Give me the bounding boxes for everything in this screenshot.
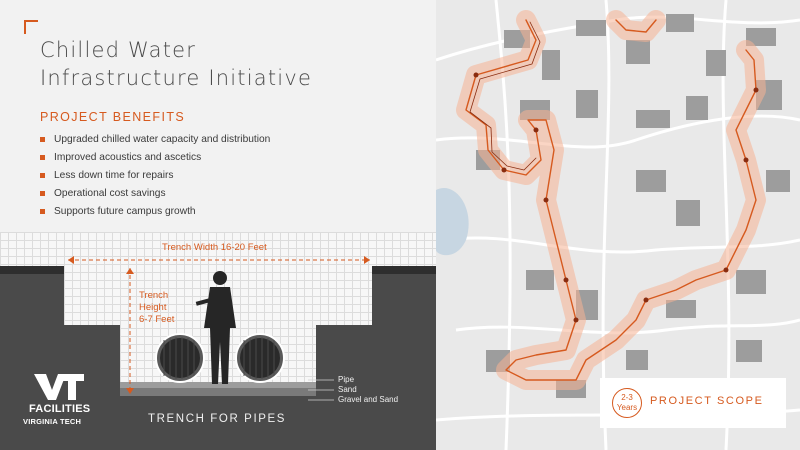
corner-bracket bbox=[24, 20, 38, 34]
legend-sand: Sand bbox=[338, 385, 357, 394]
benefit-item: Operational cost savings bbox=[40, 187, 270, 205]
trench-width-label: Trench Width 16-20 Feet bbox=[162, 242, 267, 253]
map-pond bbox=[436, 188, 469, 256]
sand-layer bbox=[120, 382, 316, 388]
benefit-item: Upgraded chilled water capacity and dist… bbox=[40, 133, 270, 151]
campus-map-illustration bbox=[436, 0, 800, 450]
years-unit: Years bbox=[616, 403, 638, 412]
years-value: 2-3 bbox=[621, 393, 633, 402]
legend-leaders bbox=[308, 379, 334, 401]
info-panel: Chilled Water Infrastructure Initiative … bbox=[0, 20, 436, 450]
logo-university-text: VIRGINIA TECH bbox=[23, 417, 82, 426]
trench-height-label: Trench Height 6-7 Feet bbox=[139, 290, 174, 326]
ground-shape bbox=[0, 266, 436, 450]
benefit-item: Supports future campus growth bbox=[40, 205, 270, 223]
person-silhouette-icon bbox=[195, 271, 236, 384]
pipeline-route bbox=[456, 10, 766, 390]
trench-caption: TRENCH FOR PIPES bbox=[148, 413, 287, 425]
project-scope-label: PROJECT SCOPE bbox=[650, 395, 764, 407]
benefit-item: Less down time for repairs bbox=[40, 169, 270, 187]
vt-logo-icon bbox=[34, 374, 84, 400]
years-badge: 2-3 Years bbox=[612, 388, 642, 418]
pipe-left-icon bbox=[155, 333, 205, 383]
page-title: Chilled Water Infrastructure Initiative bbox=[40, 36, 420, 92]
gravel-layer bbox=[120, 388, 316, 396]
pipe-right-icon bbox=[235, 333, 285, 383]
benefits-list: Upgraded chilled water capacity and dist… bbox=[40, 133, 270, 223]
trench-illustration bbox=[0, 256, 436, 450]
legend-gravel-sand: Gravel and Sand bbox=[338, 395, 399, 404]
benefits-heading: PROJECT BENEFITS bbox=[40, 110, 186, 124]
benefit-item: Improved acoustics and ascetics bbox=[40, 151, 270, 169]
ground-top-edge bbox=[0, 266, 436, 274]
height-label-line-1: Trench bbox=[139, 290, 169, 301]
pipeline-nodes bbox=[473, 72, 759, 323]
legend-pipe: Pipe bbox=[338, 375, 355, 384]
logo-facilities-text: FACILITIES bbox=[29, 403, 91, 415]
height-label-line-2: Height bbox=[139, 302, 167, 313]
height-label-line-3: 6-7 Feet bbox=[139, 314, 175, 325]
campus-map bbox=[436, 0, 800, 450]
project-scope-badge: 2-3 Years PROJECT SCOPE bbox=[600, 378, 786, 428]
title-line-1: Chilled Water bbox=[40, 38, 197, 62]
title-line-2: Infrastructure Initiative bbox=[40, 66, 313, 90]
trench-diagram: Trench Width 16-20 Feet Trench Height 6-… bbox=[0, 232, 436, 450]
